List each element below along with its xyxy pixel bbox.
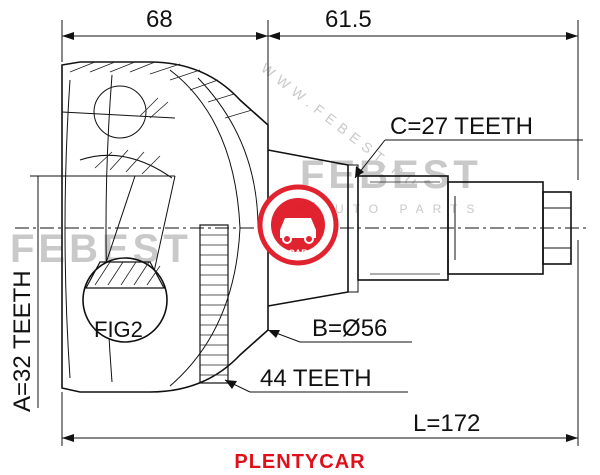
plentycar-stamp: PLENTY CAR <box>257 184 339 266</box>
housing-length-label: 68 <box>146 6 173 33</box>
abs-teeth-callout: 44 TEETH <box>224 365 408 393</box>
car-icon <box>280 218 316 244</box>
stamp-bottom-text: CAR <box>288 248 308 258</box>
ball-upper <box>93 85 147 139</box>
output-shaft <box>267 149 572 307</box>
fig2-label: FIG2 <box>94 317 143 342</box>
stamp-top-text: PLENTY <box>279 201 316 216</box>
threaded-end <box>542 191 572 265</box>
total-length-dimension: L=172 <box>61 240 579 446</box>
footer-brand: PLENTYCAR <box>234 451 365 473</box>
abs-teeth-label: 44 TEETH <box>260 365 372 392</box>
outer-spline-callout: C=27 TEETH <box>354 113 583 179</box>
watermark-subtitle-right: AUTO PARTS <box>318 202 483 216</box>
diameter-label: B=Ø56 <box>312 315 387 342</box>
inner-spline-label: A=32 TEETH <box>9 270 36 412</box>
shaft-length-label: 61.5 <box>325 6 372 33</box>
diameter-callout: B=Ø56 <box>267 315 412 343</box>
top-dimensions: 68 61.5 <box>61 6 579 180</box>
abs-ring <box>199 224 229 384</box>
inner-spline-dimension: A=32 TEETH <box>9 175 92 412</box>
watermark-layer: FEBEST AUTO PARTS FEBEST WWW.FEBEST.RU <box>10 60 483 271</box>
cage-hatch <box>94 97 169 175</box>
housing-hatch-top <box>69 61 253 119</box>
outer-spline-label: C=27 TEETH <box>390 113 533 140</box>
fig2-detail: FIG2 <box>82 257 168 343</box>
total-length-label: L=172 <box>413 410 480 437</box>
spline-hatch <box>370 181 440 275</box>
watermark-brand-left: FEBEST <box>10 227 192 271</box>
